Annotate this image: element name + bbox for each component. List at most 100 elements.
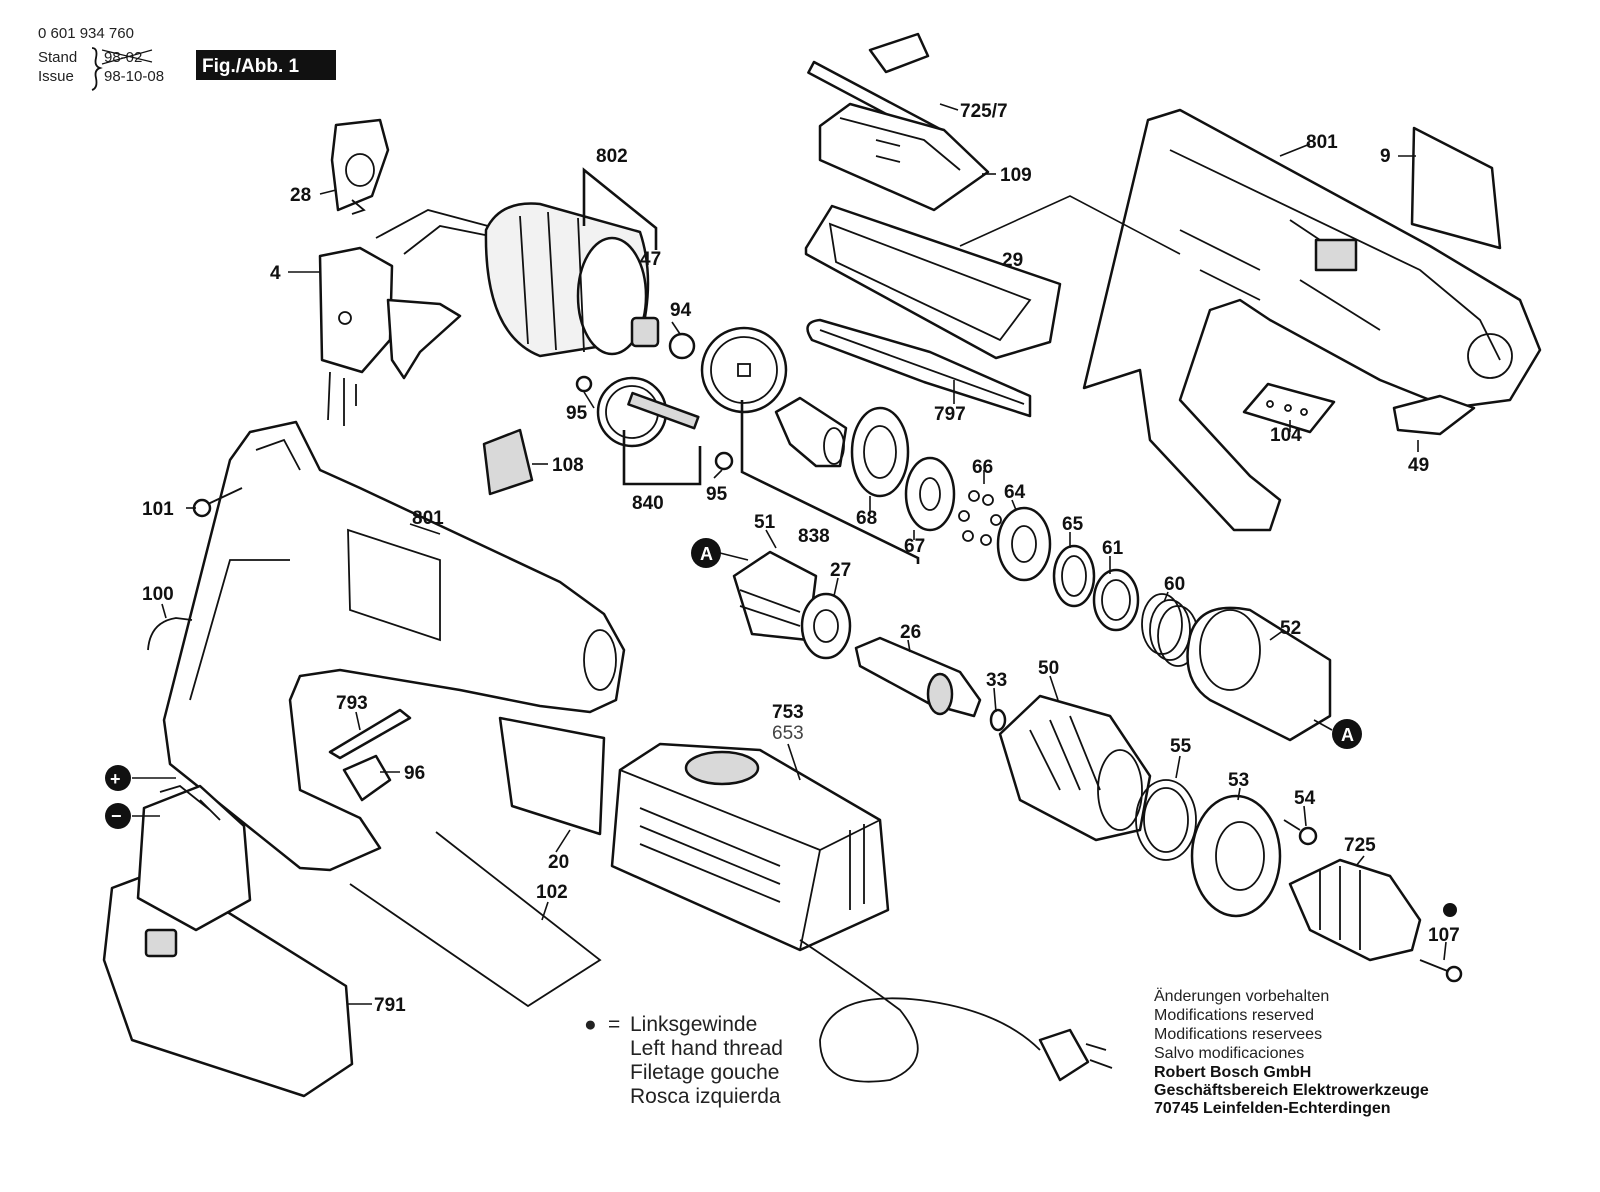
label-797: 797 <box>934 404 966 425</box>
part-33-oring <box>989 708 1007 732</box>
label-109: 109 <box>1000 165 1032 186</box>
part-53-gearcover <box>1190 794 1282 918</box>
brace-icon <box>91 47 103 91</box>
legend-dot-icon: ● <box>584 1013 597 1036</box>
part-20-label <box>498 716 606 836</box>
label-61: 61 <box>1102 538 1124 559</box>
legend-equals: = <box>608 1013 620 1036</box>
part-108-foam <box>482 428 534 496</box>
label-65: 65 <box>1062 514 1084 535</box>
label-49: 49 <box>1408 455 1429 476</box>
part-49-latch <box>1392 394 1476 436</box>
part-29-cover <box>804 204 1062 360</box>
company-address: 70745 Leinfelden-Echterdingen <box>1154 1100 1391 1117</box>
part-4-switch <box>318 246 462 426</box>
label-53: 53 <box>1228 770 1249 791</box>
part-107-screw <box>1419 903 1463 983</box>
part-labels: 725/7 109 29 801 9 802 47 94 28 4 95 95 … <box>142 101 1460 1016</box>
part-64-clutch-ring <box>996 506 1052 582</box>
company-division: Geschäftsbereich Elektrowerkzeuge <box>1154 1082 1429 1099</box>
leader-lines <box>161 103 1447 1005</box>
minus-terminal-icon: − <box>105 803 160 829</box>
part-55-ring <box>1135 779 1197 861</box>
label-725-7: 725/7 <box>960 101 1008 122</box>
part-28-bracket <box>330 118 390 215</box>
label-107: 107 <box>1428 925 1460 946</box>
label-29: 29 <box>1002 250 1023 271</box>
issue-label: Issue <box>38 68 74 85</box>
strike-line-2 <box>101 49 153 63</box>
part-52-gear-housing <box>1186 606 1332 742</box>
part-54-screw <box>1283 819 1318 846</box>
modification-notes: Änderungen vorbehalten Modifications res… <box>1154 987 1429 1117</box>
wire-lead <box>375 209 491 255</box>
label-51: 51 <box>754 512 776 533</box>
label-725: 725 <box>1344 835 1376 856</box>
stand-label: Stand <box>38 49 77 66</box>
issue-date: 98-10-08 <box>104 68 164 85</box>
label-60: 60 <box>1164 574 1185 595</box>
legend-line-fr: Filetage gouche <box>630 1061 779 1084</box>
charger-cable <box>799 939 1113 1083</box>
svg-text:A: A <box>700 544 713 564</box>
part-9-label <box>1410 126 1502 250</box>
label-801-top: 801 <box>1306 132 1338 153</box>
note-line-en: Modifications reserved <box>1154 1007 1314 1024</box>
label-26: 26 <box>900 622 921 643</box>
legend-line-es: Rosca izquierda <box>630 1085 781 1108</box>
bracket-840 <box>622 430 702 486</box>
label-50: 50 <box>1038 658 1059 679</box>
label-753: 753 <box>772 702 804 723</box>
plus-terminal-icon: + <box>105 765 176 791</box>
label-52: 52 <box>1280 618 1301 639</box>
label-801-main: 801 <box>412 508 444 529</box>
part-61-ring <box>1092 568 1140 632</box>
part-66-balls <box>958 490 1002 546</box>
label-838: 838 <box>798 526 830 547</box>
label-64: 64 <box>1004 482 1026 503</box>
figure-label-box <box>196 50 336 80</box>
part-801-housing-half <box>1082 108 1542 532</box>
part-801-main-housing <box>162 420 626 872</box>
company-name: Robert Bosch GmbH <box>1154 1064 1311 1081</box>
part-797-strap <box>806 318 1032 418</box>
legend-line-de: Linksgewinde <box>630 1013 757 1036</box>
left-hand-thread-legend: ● = Linksgewinde Left hand thread Fileta… <box>584 1013 783 1108</box>
part-26-spindle <box>854 636 982 718</box>
header-block: 0 601 934 760 Stand 98-02 Issue 98-10-08… <box>38 25 336 91</box>
label-94: 94 <box>670 300 692 321</box>
label-100: 100 <box>142 584 174 605</box>
label-95-b: 95 <box>706 484 728 505</box>
part-109-clip <box>818 102 990 212</box>
label-20: 20 <box>548 852 569 873</box>
bracket-838 <box>740 400 920 564</box>
marker-a-left: A <box>691 538 749 568</box>
part-791-battery <box>102 784 354 1098</box>
part-100-spring <box>147 617 193 651</box>
label-101: 101 <box>142 499 174 520</box>
svg-text:+: + <box>110 769 121 789</box>
part-number: 0 601 934 760 <box>38 25 134 42</box>
label-791: 791 <box>374 995 406 1016</box>
part-27-bearing <box>800 592 852 660</box>
label-54: 54 <box>1294 788 1316 809</box>
label-102: 102 <box>536 882 568 903</box>
label-33: 33 <box>986 670 1007 691</box>
note-line-de: Änderungen vorbehalten <box>1154 987 1329 1005</box>
label-108: 108 <box>552 455 584 476</box>
part-793-bit <box>328 708 412 760</box>
label-68: 68 <box>856 508 877 529</box>
strike-line <box>101 49 153 65</box>
part-104-board <box>1242 382 1336 434</box>
label-793: 793 <box>336 693 368 714</box>
label-4: 4 <box>270 263 281 284</box>
part-94-sleeve <box>668 332 696 360</box>
marker-a-right: A <box>1313 719 1362 749</box>
legend-line-en: Left hand thread <box>630 1037 783 1060</box>
figure-label: Fig./Abb. 1 <box>202 56 300 77</box>
label-95-a: 95 <box>566 403 588 424</box>
part-65-ring <box>1052 544 1096 608</box>
note-line-fr: Modifications reservees <box>1154 1026 1322 1043</box>
part-67-disc <box>904 456 956 532</box>
